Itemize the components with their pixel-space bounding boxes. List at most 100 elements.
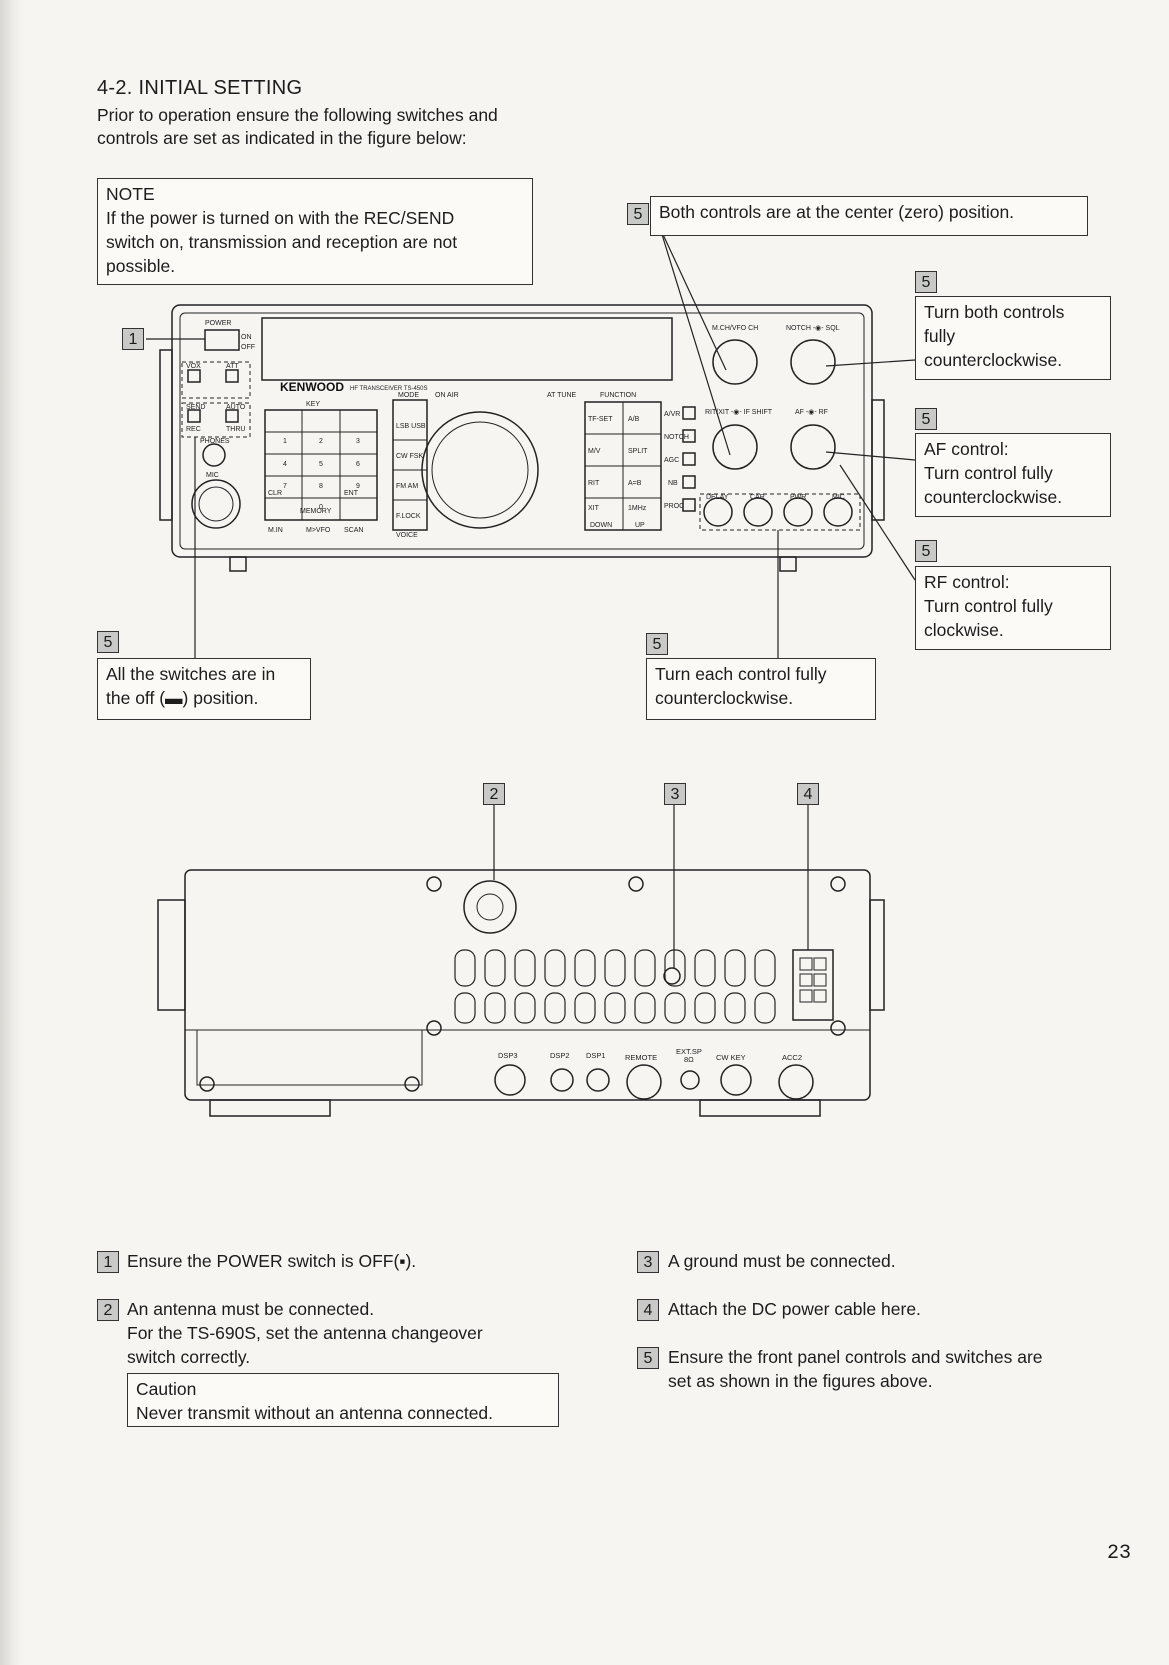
svg-text:NOTCH -◉- SQL: NOTCH -◉- SQL (786, 325, 840, 332)
svg-text:VOICE: VOICE (396, 532, 418, 539)
svg-text:AGC: AGC (664, 457, 679, 464)
acc2-connector (778, 1064, 814, 1100)
callout-rf-control: RF control: Turn control fully clockwise… (915, 566, 1111, 650)
badge-4: 4 (797, 783, 819, 805)
svg-text:FUNCTION: FUNCTION (600, 392, 636, 399)
phones-jack (202, 443, 226, 467)
svg-text:ENT: ENT (344, 490, 359, 497)
svg-text:NOTCH: NOTCH (664, 434, 689, 441)
svg-text:CLR: CLR (268, 490, 282, 497)
svg-text:M.IN: M.IN (268, 527, 283, 534)
dsp2-connector (550, 1068, 574, 1092)
rear-panel-diagram: DSP3 DSP2 DSP1 REMOTE EXT.SP 8Ω CW KEY A… (157, 783, 885, 1117)
note-box: NOTE If the power is turned on with the … (97, 178, 533, 285)
svg-text:CW FSK: CW FSK (396, 453, 424, 460)
callout-ccw-both: Turn both controls fully counterclockwis… (915, 296, 1111, 380)
rit-ifshift-knob (712, 424, 758, 470)
svg-text:PHONES: PHONES (200, 438, 230, 445)
svg-text:9: 9 (356, 483, 360, 490)
power-switch (204, 329, 240, 351)
svg-text:4: 4 (283, 461, 287, 468)
svg-text:NB: NB (668, 480, 678, 487)
svg-text:KEY: KEY (306, 401, 320, 408)
svg-text:THRU: THRU (226, 426, 245, 433)
svg-text:1MHz: 1MHz (628, 505, 647, 512)
svg-text:DSP1: DSP1 (586, 1051, 606, 1060)
heatsink-fins (454, 949, 776, 1024)
dsp1-connector (586, 1068, 610, 1092)
legend-badge-1: 1 (97, 1251, 119, 1273)
svg-text:MIC: MIC (206, 472, 219, 479)
callout-af-control: AF control: Turn control fully countercl… (915, 433, 1111, 517)
svg-text:MEMORY: MEMORY (300, 508, 332, 515)
badge-5: 5 (627, 203, 649, 225)
svg-text:DOWN: DOWN (590, 522, 612, 529)
ground-terminal (663, 967, 681, 985)
ext-sp-jack (680, 1070, 700, 1090)
svg-text:TF-SET: TF-SET (588, 416, 613, 423)
caution-heading: Caution (136, 1379, 197, 1399)
legend-badge-3: 3 (637, 1251, 659, 1273)
dc-power-connector (792, 949, 834, 1021)
svg-text:6: 6 (356, 461, 360, 468)
svg-text:DELAY: DELAY (706, 494, 729, 501)
rear-panel-body (184, 869, 871, 1101)
svg-text:SEND: SEND (186, 404, 205, 411)
badge-3: 3 (664, 783, 686, 805)
antenna-connector (463, 880, 517, 934)
delay-knob (703, 497, 733, 527)
svg-text:FM AM: FM AM (396, 483, 418, 490)
svg-text:AF -◉- RF: AF -◉- RF (795, 409, 828, 416)
svg-text:REMOTE: REMOTE (625, 1053, 657, 1062)
svg-text:AT TUNE: AT TUNE (547, 392, 577, 399)
svg-text:3: 3 (356, 438, 360, 445)
legend-item-2: An antenna must be connected. For the TS… (127, 1299, 483, 1367)
callout-each-ccw: Turn each control fully counterclockwise… (646, 658, 876, 720)
svg-text:ACC2: ACC2 (782, 1053, 802, 1062)
legend-item-5: Ensure the front panel controls and swit… (668, 1347, 1043, 1391)
svg-text:ATT: ATT (226, 363, 239, 370)
svg-text:8: 8 (319, 483, 323, 490)
legend-item-4: Attach the DC power cable here. (668, 1299, 921, 1319)
legend-badge-2: 2 (97, 1299, 119, 1321)
main-tuning-knob (421, 411, 539, 529)
svg-text:DSP2: DSP2 (550, 1051, 570, 1060)
pwr-knob (783, 497, 813, 527)
svg-text:MODE: MODE (398, 392, 419, 399)
svg-text:A=B: A=B (628, 480, 642, 487)
svg-text:SCAN: SCAN (344, 527, 363, 534)
caution-box: Caution Never transmit without an antenn… (127, 1373, 559, 1427)
dsp3-connector (494, 1064, 526, 1096)
note-heading: NOTE (106, 184, 155, 204)
svg-text:UP: UP (635, 522, 645, 529)
svg-text:8Ω: 8Ω (684, 1055, 694, 1064)
display-window (261, 317, 673, 381)
front-panel-diagram: POWER ON OFF VOX ATT SEND AUTO REC THRU … (146, 227, 916, 658)
badge-5: 5 (97, 631, 119, 653)
badge-5: 5 (915, 408, 937, 430)
svg-text:M.CH/VFO CH: M.CH/VFO CH (712, 325, 758, 332)
svg-text:VOX: VOX (186, 363, 201, 370)
brand-logo: KENWOOD (280, 380, 344, 394)
svg-text:XIT: XIT (588, 505, 600, 512)
svg-text:DSP3: DSP3 (498, 1051, 518, 1060)
svg-text:CW KEY: CW KEY (716, 1053, 746, 1062)
svg-text:A/VR: A/VR (664, 411, 680, 418)
badge-5: 5 (646, 633, 668, 655)
model-label: HF TRANSCEIVER TS-450S (350, 386, 427, 392)
svg-text:ON: ON (241, 334, 252, 341)
svg-text:5: 5 (319, 461, 323, 468)
mic-gain-knob (823, 497, 853, 527)
svg-text:M/V: M/V (588, 448, 601, 455)
svg-text:CAR: CAR (750, 494, 765, 501)
svg-text:PROC: PROC (664, 503, 684, 510)
svg-text:REC: REC (186, 426, 201, 433)
remote-connector (626, 1064, 662, 1100)
page-number: 23 (1106, 1542, 1131, 1565)
svg-text:2: 2 (319, 438, 323, 445)
callout-switches-off: All the switches are in the off (▬) posi… (97, 658, 311, 720)
legend-item-3: A ground must be connected. (668, 1251, 896, 1271)
car-knob (743, 497, 773, 527)
badge-2: 2 (483, 783, 505, 805)
svg-text:A/B: A/B (628, 416, 640, 423)
